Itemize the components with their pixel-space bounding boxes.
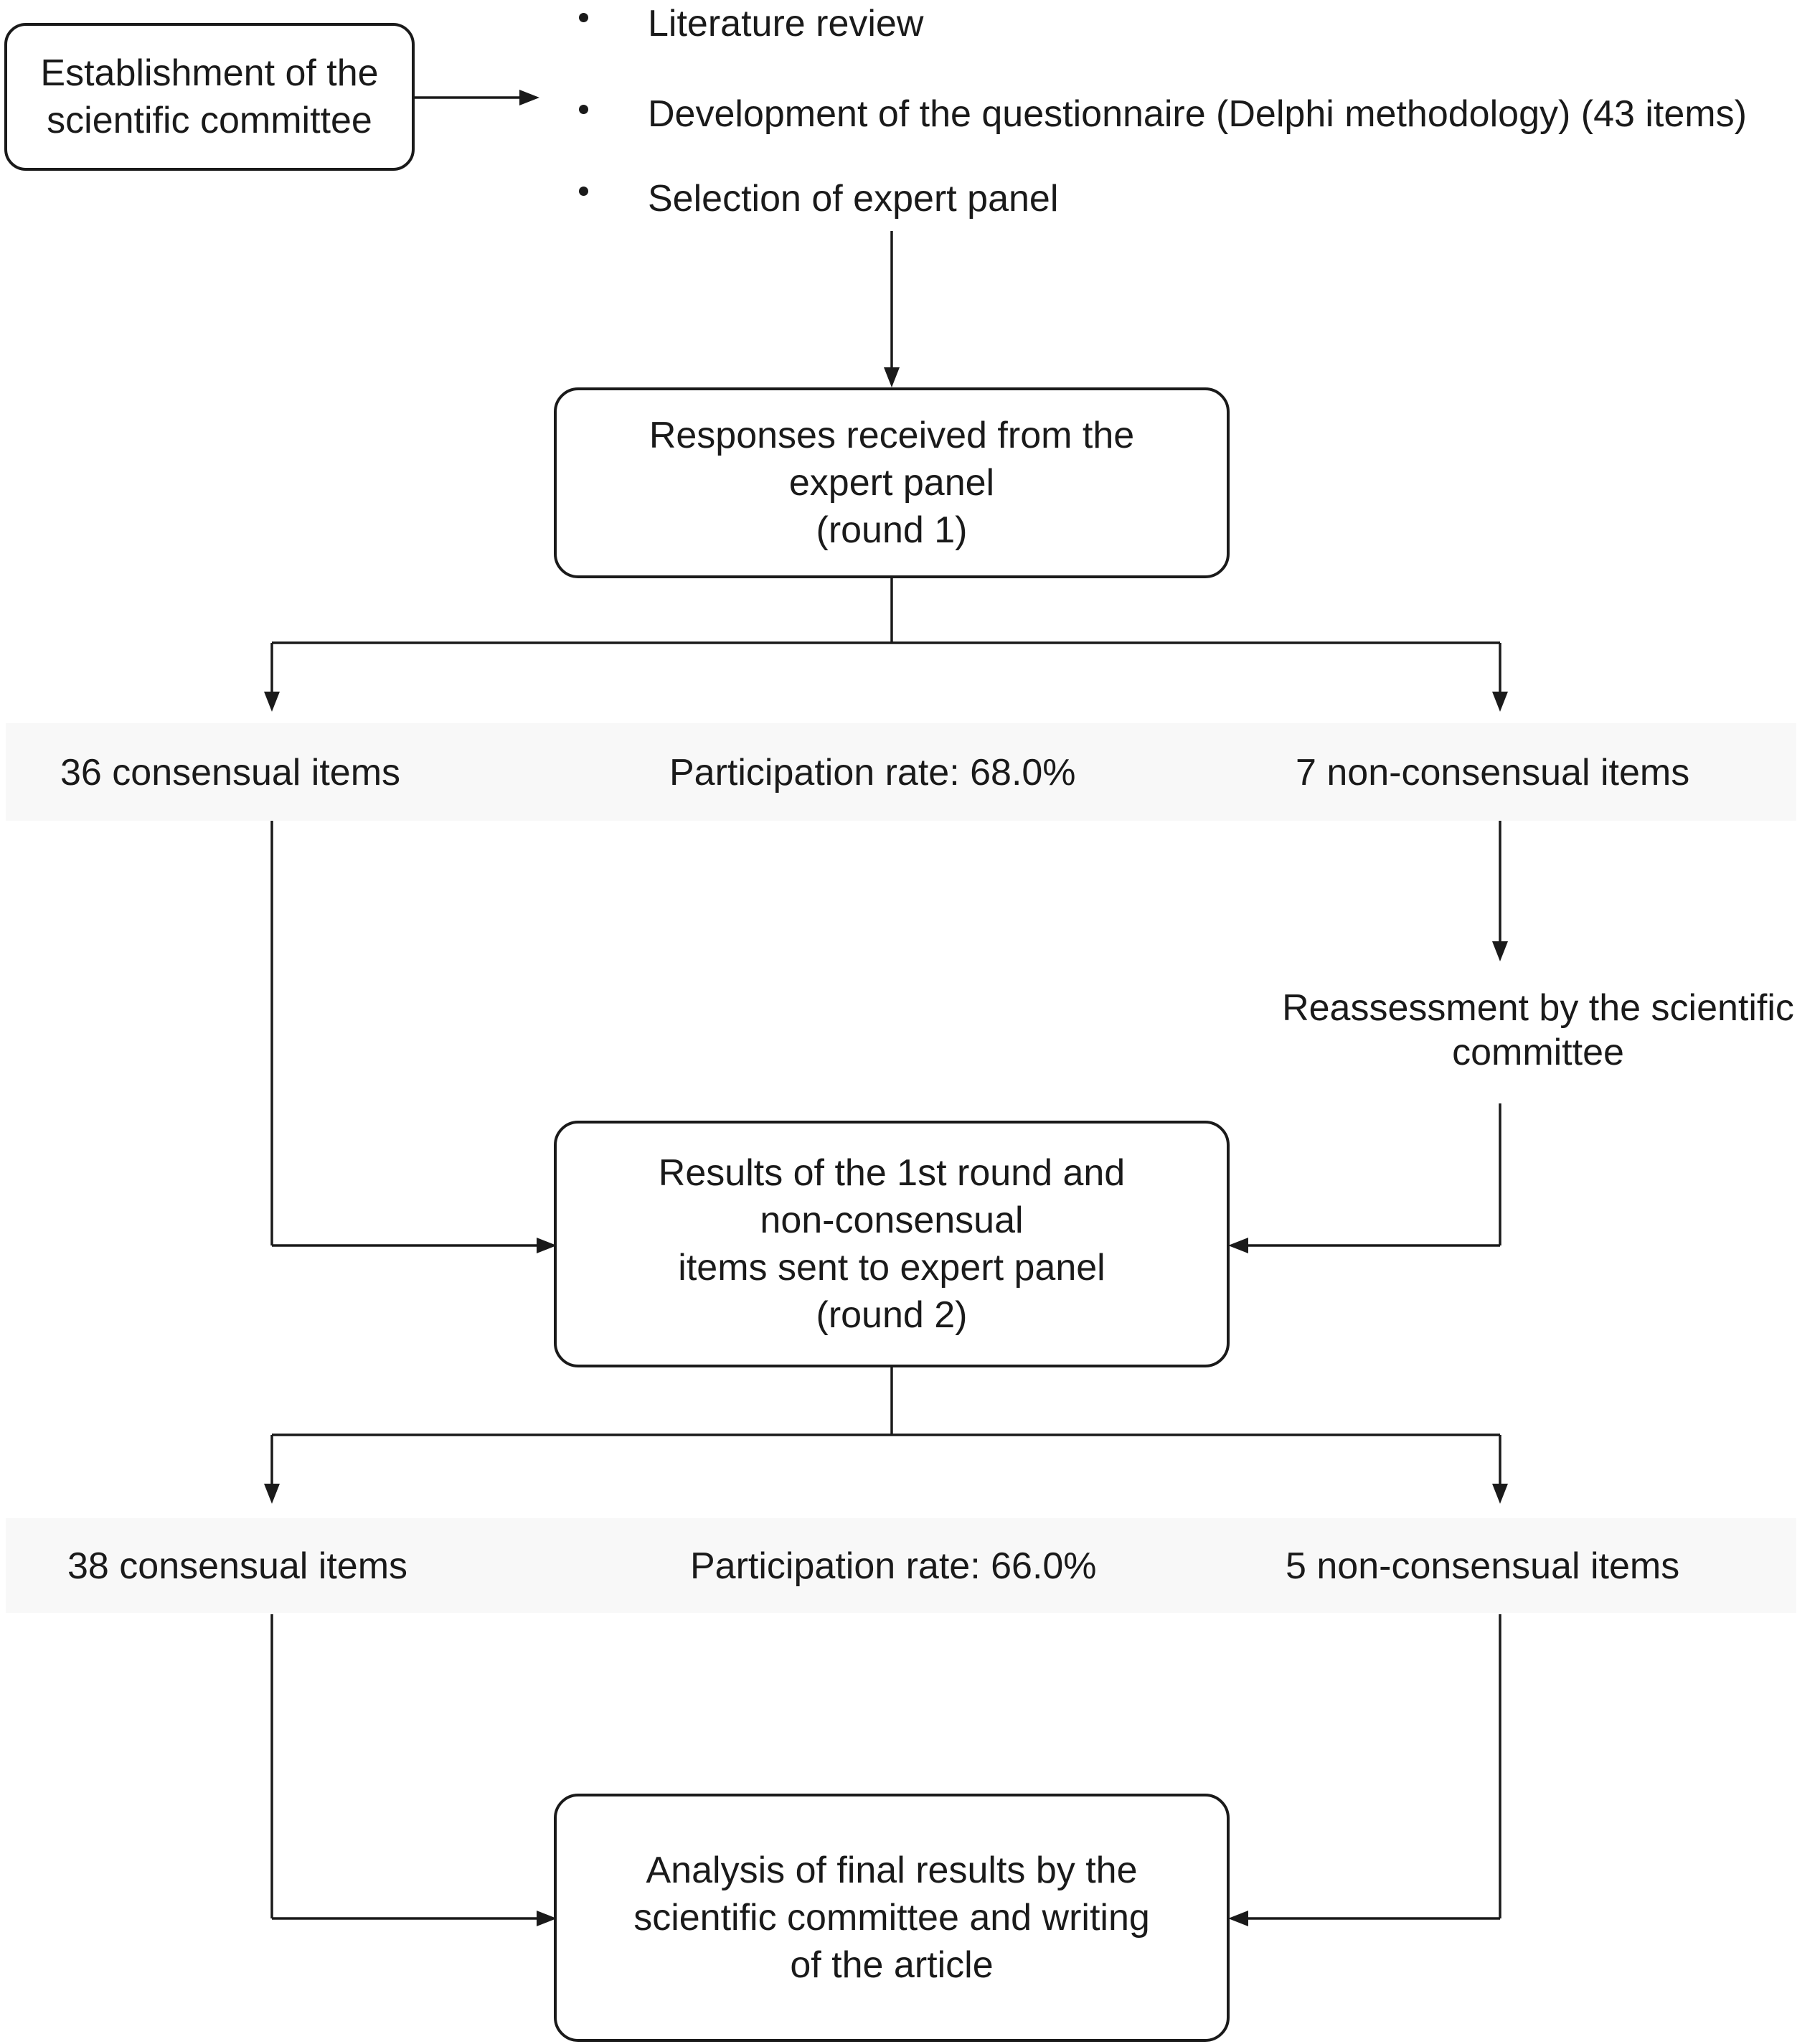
arrowhead-round1-box bbox=[884, 367, 900, 387]
round2-box-line-3: items sent to expert panel bbox=[678, 1247, 1105, 1289]
round2-box-line-4: (round 2) bbox=[816, 1294, 968, 1336]
round1-non-consensual-items: 7 non-consensual items bbox=[1296, 752, 1690, 793]
round1-box-line-1: Responses received from the bbox=[649, 415, 1135, 456]
step-literature-review: Literature review bbox=[648, 3, 924, 44]
round2-box-line-2: non-consensual bbox=[760, 1200, 1024, 1241]
round2-participation-rate: Participation rate: 66.0% bbox=[690, 1545, 1097, 1587]
committee-box-line-1: Establishment of the bbox=[40, 52, 379, 94]
round1-box-line-3: (round 1) bbox=[816, 509, 968, 551]
step-questionnaire: Development of the questionnaire (Delphi… bbox=[648, 93, 1747, 135]
final-box-line-2: scientific committee and writing bbox=[633, 1897, 1150, 1939]
final-analysis-box: Analysis of final results by the scienti… bbox=[554, 1794, 1230, 2042]
round1-results-band bbox=[6, 723, 1796, 821]
committee-box-line-2: scientific committee bbox=[47, 100, 372, 141]
round1-box-line-2: expert panel bbox=[788, 462, 995, 504]
round2-box: Results of the 1st round and non-consens… bbox=[554, 1121, 1230, 1367]
round2-non-consensual-items: 5 non-consensual items bbox=[1286, 1545, 1680, 1587]
round2-results-band bbox=[6, 1518, 1796, 1613]
round1-participation-rate: Participation rate: 68.0% bbox=[669, 752, 1076, 793]
arrowhead-round2-non-consensual bbox=[1492, 1484, 1508, 1504]
arrowhead-round2-left bbox=[537, 1238, 557, 1253]
bullet-icon bbox=[579, 13, 588, 22]
round2-box-line-1: Results of the 1st round and bbox=[658, 1152, 1126, 1194]
arrowhead-reassessment bbox=[1492, 941, 1508, 961]
reassessment-line-1: Reassessment by the scientific bbox=[1282, 987, 1794, 1029]
final-box-line-3: of the article bbox=[790, 1944, 994, 1986]
committee-box: Establishment of the scientific committe… bbox=[4, 23, 415, 171]
reassessment-line-2: committee bbox=[1452, 1032, 1624, 1073]
reassessment-label: Reassessment by the scientific committee bbox=[1215, 986, 1820, 1075]
arrowhead-steps bbox=[519, 90, 539, 105]
round1-box: Responses received from the expert panel… bbox=[554, 387, 1230, 578]
round1-consensual-items: 36 consensual items bbox=[60, 752, 401, 793]
arrowhead-final-right bbox=[1228, 1911, 1248, 1926]
bullet-icon bbox=[579, 105, 588, 114]
bullet-icon bbox=[579, 187, 588, 196]
arrowhead-round1-consensual bbox=[264, 692, 280, 712]
step-expert-panel: Selection of expert panel bbox=[648, 178, 1059, 220]
round2-consensual-items: 38 consensual items bbox=[67, 1545, 408, 1587]
arrowhead-round1-non-consensual bbox=[1492, 692, 1508, 712]
arrowhead-final-left bbox=[537, 1911, 557, 1926]
arrowhead-round2-consensual bbox=[264, 1484, 280, 1504]
final-box-line-1: Analysis of final results by the bbox=[646, 1850, 1138, 1891]
arrowhead-round2-right bbox=[1228, 1238, 1248, 1253]
